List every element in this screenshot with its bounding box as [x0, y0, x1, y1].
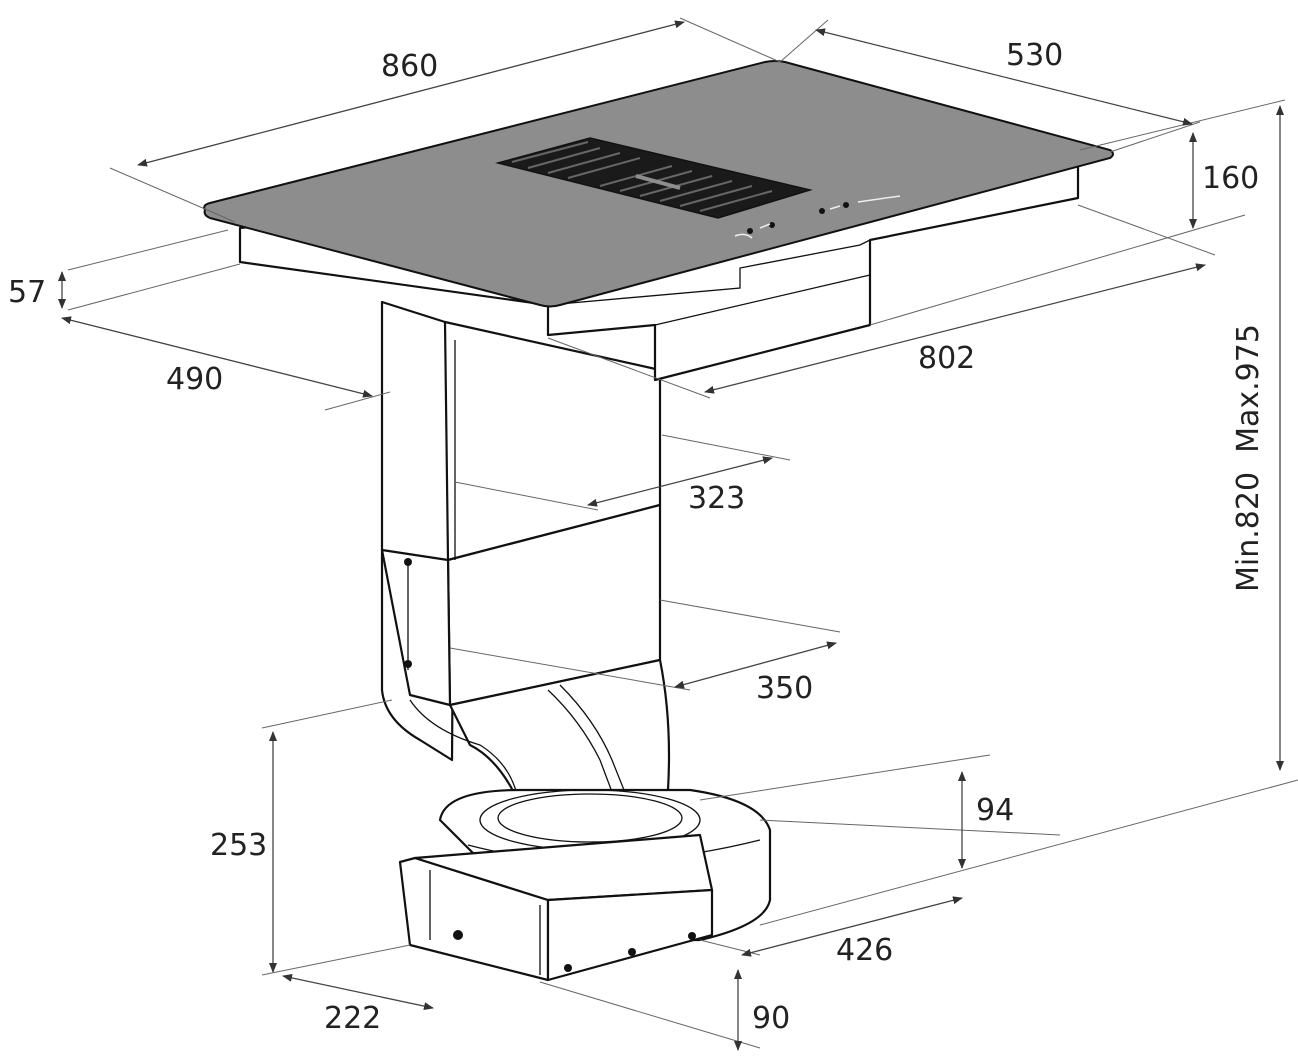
label-outlet-width: 222 — [324, 1001, 381, 1036]
label-housing-height: 160 — [1202, 161, 1259, 196]
dimension-lines — [58, 17, 1298, 1051]
hob-illustration — [203, 60, 1114, 982]
label-total-height: Min.820 Max.975 — [1231, 324, 1266, 592]
label-depth: 530 — [1006, 38, 1063, 73]
label-width: 860 — [381, 49, 438, 84]
label-outlet-height: 253 — [210, 828, 267, 863]
label-cutout-depth: 490 — [166, 362, 223, 397]
dimension-labels: 860 530 160 57 490 802 323 350 Min.820 M… — [8, 38, 1266, 1036]
label-duct-lower-width: 350 — [756, 671, 813, 706]
touch-controls — [734, 195, 901, 239]
label-cutout-width: 802 — [918, 341, 975, 376]
label-outlet-thickness: 90 — [752, 1001, 790, 1036]
label-motor-depth: 426 — [836, 933, 893, 968]
label-duct-width: 323 — [688, 481, 745, 516]
label-motor-height: 94 — [976, 793, 1014, 828]
label-glass-thickness: 57 — [8, 275, 46, 310]
